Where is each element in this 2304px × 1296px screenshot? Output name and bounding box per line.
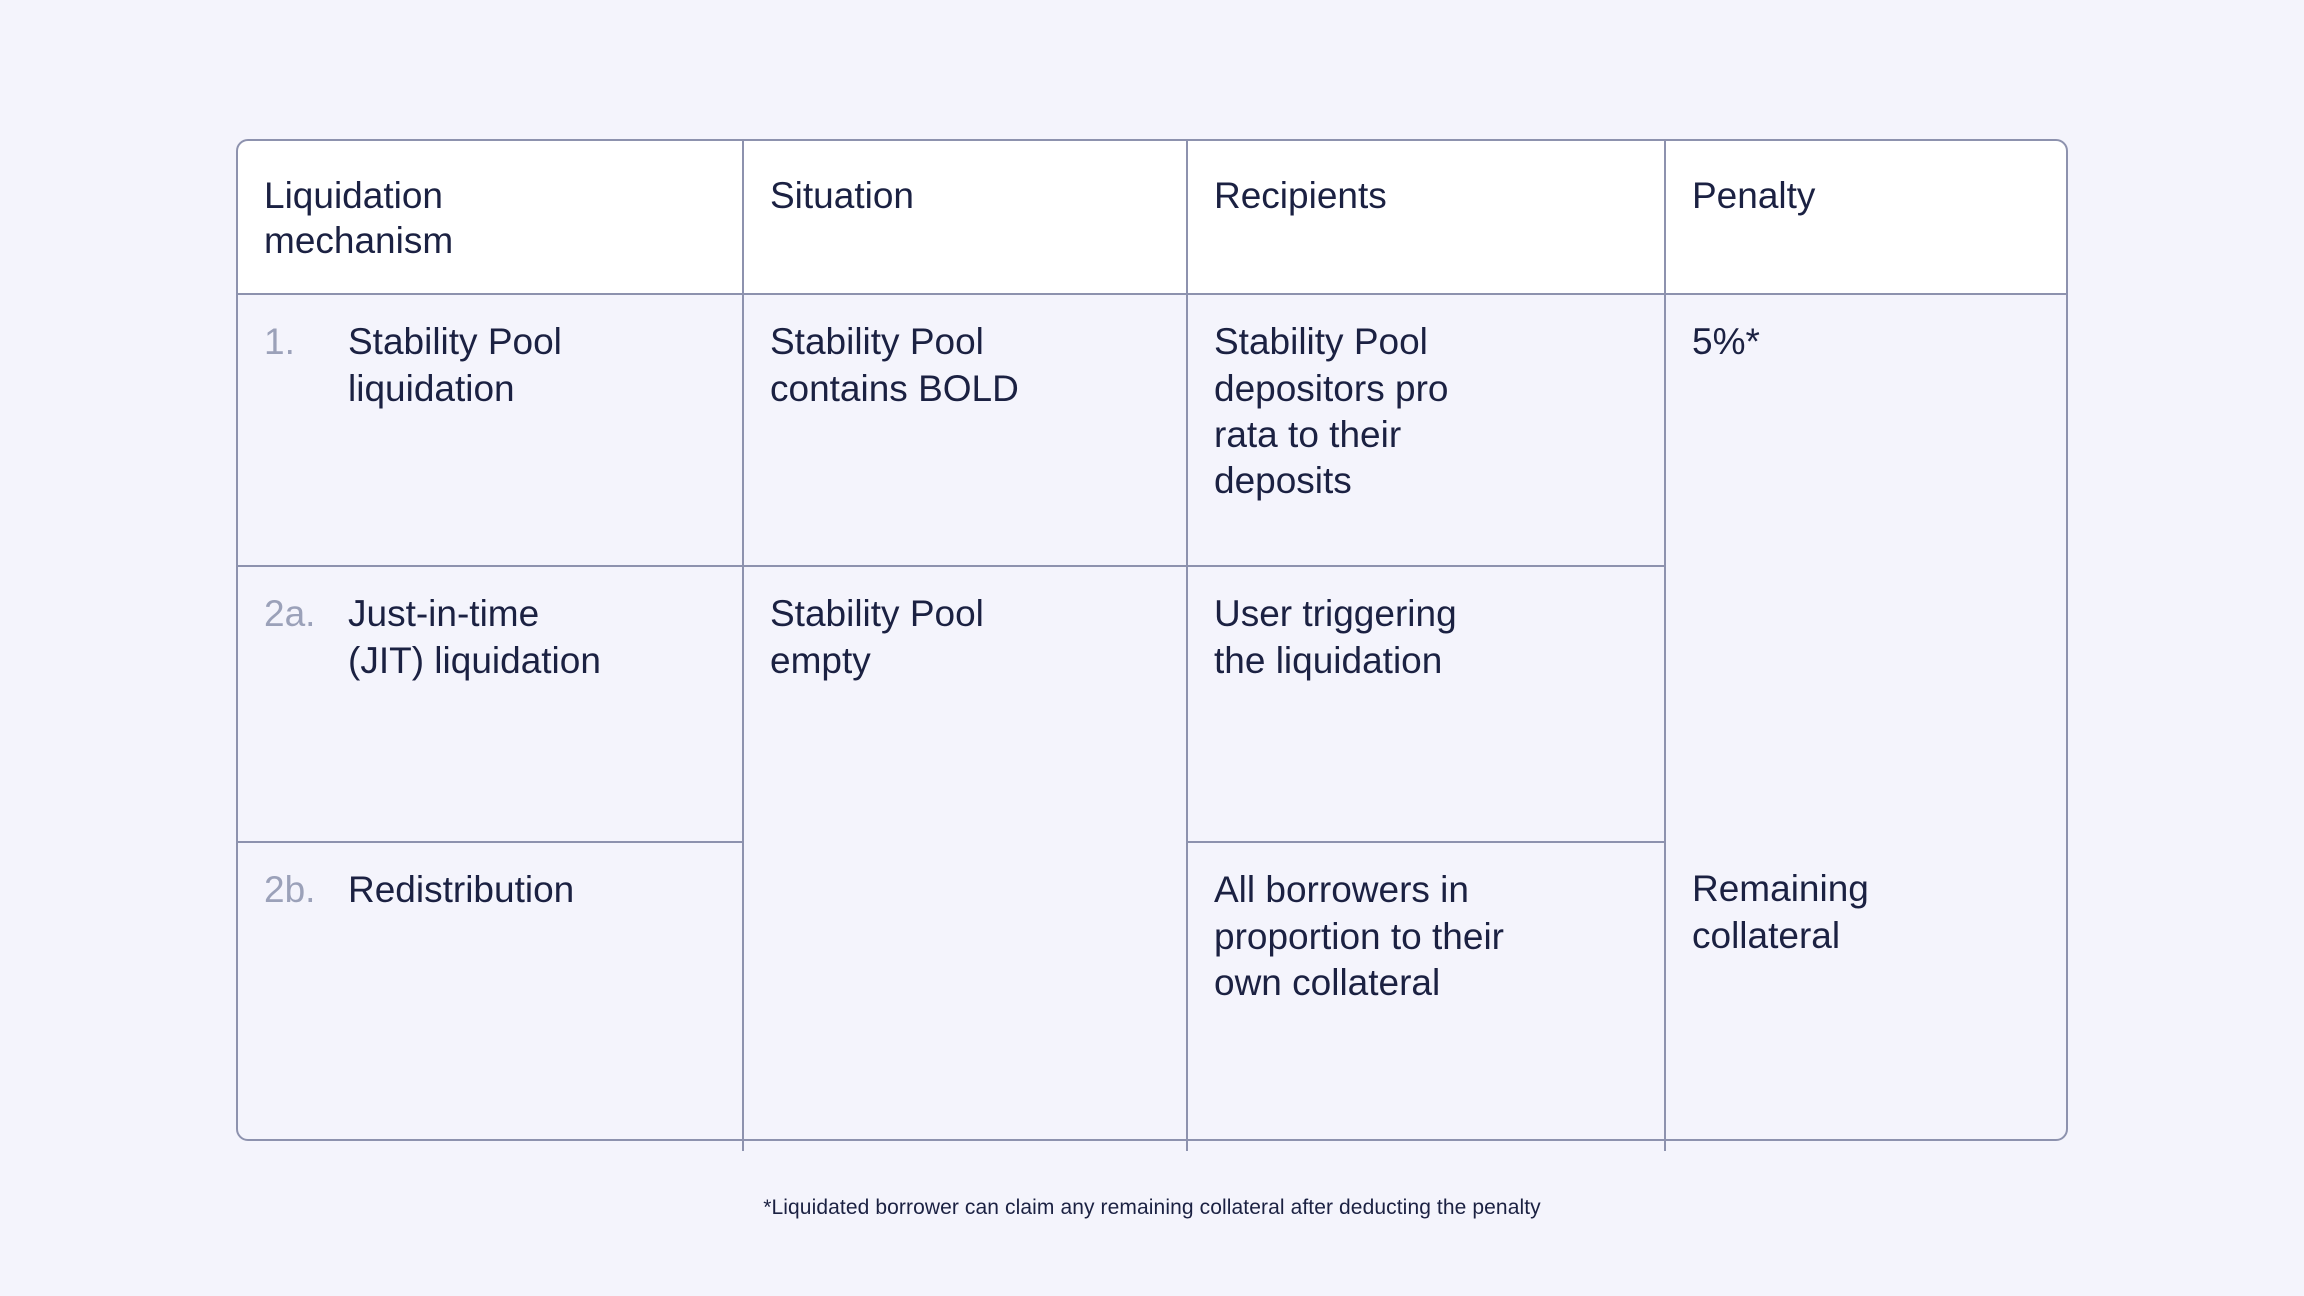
table-body: 1. Stability Pool liquidation Stability … — [238, 294, 2068, 1152]
recipients-text: Stability Pool depositors pro rata to th… — [1214, 321, 1449, 501]
column-header-label: Situation — [770, 175, 914, 216]
table-row: 2a. Just-in-time (JIT) liquidation Stabi… — [238, 566, 2068, 1152]
list-marker: 1. — [264, 321, 295, 363]
mechanism-entry: 2b. Redistribution — [264, 867, 716, 913]
cell-mechanism: 2a. Just-in-time (JIT) liquidation — [238, 566, 744, 844]
table-row: 2b. Redistribution All borrowers in prop… — [238, 842, 2068, 1152]
list-marker: 2a. — [264, 593, 316, 635]
column-header-label: Penalty — [1692, 175, 1816, 216]
cell-recipients: User triggering the liquidation — [1187, 566, 1666, 844]
liquidation-table-container: Liquidation mechanism Situation Recipien… — [236, 139, 2070, 1154]
mechanism-entry: 1. Stability Pool liquidation — [264, 319, 716, 412]
recipients-text: All borrowers in proportion to their own… — [1214, 869, 1505, 1003]
mechanism-label: Just-in-time (JIT) liquidation — [348, 593, 601, 681]
cell-recipients: All borrowers in proportion to their own… — [1187, 842, 1666, 1152]
column-header-situation: Situation — [743, 141, 1188, 296]
penalty-text: 5%* — [1692, 321, 1760, 363]
cell-recipients: Stability Pool depositors pro rata to th… — [1187, 294, 1666, 568]
column-header-penalty: Penalty — [1665, 141, 2068, 296]
situation-text: Stability Pool contains BOLD — [770, 321, 1019, 409]
table-footnote: *Liquidated borrower can claim any remai… — [763, 1196, 1541, 1219]
column-header-recipients: Recipients — [1187, 141, 1666, 296]
penalty-text: Remaining collateral — [1692, 868, 1869, 956]
column-header-label: Liquidation mechanism — [264, 175, 454, 262]
mechanism-entry: 2a. Just-in-time (JIT) liquidation — [264, 591, 716, 684]
liquidation-mechanisms-table: Liquidation mechanism Situation Recipien… — [236, 139, 2070, 1154]
cell-situation: Stability Pool contains BOLD — [743, 294, 1188, 568]
table-row: 1. Stability Pool liquidation Stability … — [238, 294, 2068, 843]
mechanism-label: Redistribution — [348, 869, 575, 911]
cell-mechanism: 1. Stability Pool liquidation — [238, 294, 744, 568]
table-header: Liquidation mechanism Situation Recipien… — [238, 141, 2068, 296]
cell-situation: Stability Pool empty — [743, 566, 1188, 1152]
recipients-text: User triggering the liquidation — [1214, 593, 1457, 681]
cell-penalty: Remaining collateral — [1665, 842, 2068, 1152]
mechanism-label: Stability Pool liquidation — [348, 321, 562, 409]
column-header-liquidation-mechanism: Liquidation mechanism — [238, 141, 744, 296]
column-header-label: Recipients — [1214, 175, 1387, 216]
cell-penalty: 5%* — [1665, 294, 2068, 843]
cell-mechanism: 2b. Redistribution — [238, 842, 744, 1152]
list-marker: 2b. — [264, 869, 316, 911]
situation-text: Stability Pool empty — [770, 593, 984, 681]
header-row: Liquidation mechanism Situation Recipien… — [238, 141, 2068, 296]
